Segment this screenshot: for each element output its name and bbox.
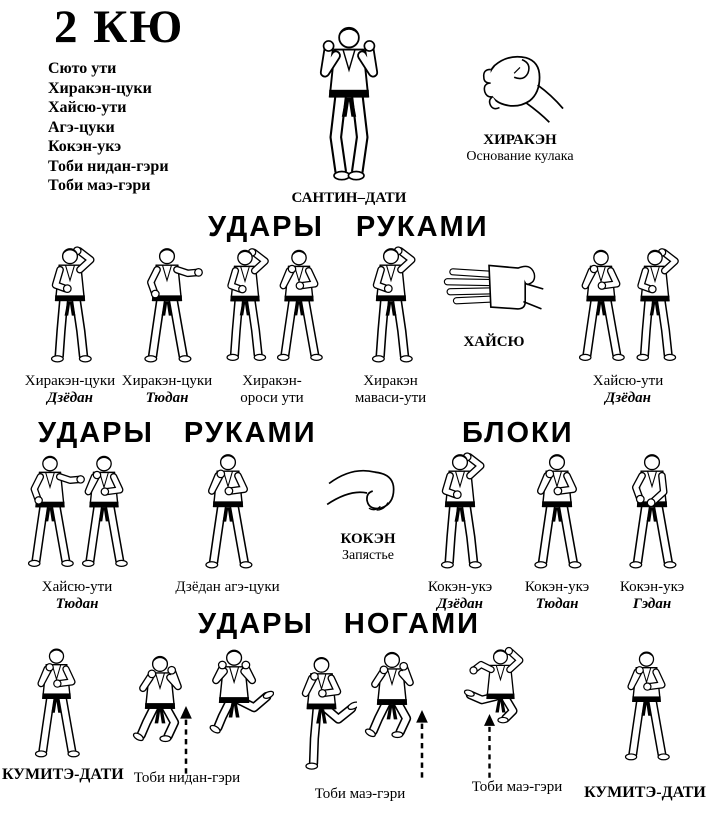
technique-item: Хиракэн-цуки xyxy=(48,79,152,97)
figure-label: Хайсю-ути Дзёдан xyxy=(592,373,664,407)
header-word: УДАРЫ xyxy=(38,417,154,449)
figure-label: Дзёдан агэ-цуки xyxy=(175,579,280,595)
figure-label: Кокэн-укэ Гэдан xyxy=(619,579,685,613)
kumite-dachi-label: КУМИТЭ-ДАТИ xyxy=(2,766,124,783)
karateka-figure xyxy=(131,244,203,371)
upward-dashed-arrow-icon xyxy=(414,710,430,780)
kumite-dachi-label: КУМИТЭ-ДАТИ xyxy=(584,784,706,801)
figure-group-koken-uke-gedan: Кокэн-укэ Гэдан xyxy=(596,450,708,614)
figure-label: Кокэн-укэ Дзёдан xyxy=(427,579,493,613)
section-header-kicks: УДАРЫ НОГАМИ xyxy=(198,608,480,641)
figure-group-haishu-uchi-chudan: Хайсю-ути Тюдан xyxy=(14,450,140,614)
tobi-mae-geri-label: Тоби маэ-гэри xyxy=(471,779,563,795)
karateka-figure xyxy=(355,244,427,371)
karateka-figure xyxy=(34,244,106,371)
karateka-flying-kick-figure xyxy=(462,646,544,726)
karateka-kumite-dachi-figure xyxy=(22,645,91,765)
hiraken-name: ХИРАКЭН xyxy=(483,132,557,148)
karateka-kick-figure xyxy=(286,653,357,778)
header-word: РУКАМИ xyxy=(183,417,317,449)
karateka-figure xyxy=(424,450,496,577)
koken-name: КОКЭН xyxy=(340,531,396,547)
figure-group-hiraken-mawashi-uchi: Хиракэн маваси-ути xyxy=(333,244,448,408)
technique-item: Агэ-цуки xyxy=(48,118,115,136)
figure-label: Хиракэн маваси-ути xyxy=(354,373,427,407)
figure-group-koken-uke-chudan: Кокэн-укэ Тюдан xyxy=(502,450,612,614)
figure-group-hiraken-tsuki-jodan: Хиракэн-цуки Дзёдан xyxy=(15,244,125,408)
section-header-arm-strikes-2: УДАРЫ РУКАМИ xyxy=(38,417,317,450)
figure-group-koken-uke-jodan: Кокэн-укэ Дзёдан xyxy=(405,450,515,614)
figure-group-koken-hand: КОКЭН Запястье xyxy=(322,455,414,564)
tobi-nidan-geri-label: Тоби нидан-гэри xyxy=(133,770,241,786)
technique-item: Тоби нидан-гэри xyxy=(48,157,169,175)
karateka-figure xyxy=(616,450,688,577)
karateka-kumite-dachi-figure xyxy=(612,648,681,768)
haishu-open-hand-icon xyxy=(442,252,546,326)
technique-list: Сюто ути Хиракэн-цуки Хайсю-ути Агэ-цуки… xyxy=(48,59,169,196)
karateka-figure xyxy=(69,450,139,577)
header-word: НОГАМИ xyxy=(343,608,480,640)
haishu-name: ХАЙСЮ xyxy=(463,334,525,350)
karateka-sanchin-figure xyxy=(301,22,397,190)
header-word: УДАРЫ xyxy=(198,608,314,640)
page-title: 2 КЮ xyxy=(54,1,185,53)
figure-group-hiraken-oroshi-uchi: Хиракэн- ороси ути xyxy=(213,244,331,408)
figure-group-hiraken-hand: ХИРАКЭН Основание кулака xyxy=(450,44,590,165)
stance-label: САНТИН–ДАТИ xyxy=(291,190,407,206)
karateka-figure xyxy=(264,244,334,371)
section-header-arm-strikes-1: УДАРЫ РУКАМИ xyxy=(208,211,489,244)
figure-label: Хиракэн-цуки Тюдан xyxy=(121,373,213,407)
tobi-mae-geri-label: Тоби маэ-гэри xyxy=(314,786,406,802)
upward-dashed-arrow-icon xyxy=(178,706,194,776)
figure-label: Хиракэн-цуки Дзёдан xyxy=(24,373,116,407)
section-header-blocks: БЛОКИ xyxy=(462,417,574,450)
hiraken-fist-icon xyxy=(470,44,570,132)
koken-wrist-icon xyxy=(324,455,412,531)
header-word: УДАРЫ xyxy=(208,211,324,243)
figure-group-haishu-hand: ХАЙСЮ xyxy=(438,252,550,351)
upward-dashed-arrow-icon xyxy=(482,714,497,780)
technique-item: Тоби маэ-гэри xyxy=(48,177,151,194)
karateka-figure xyxy=(620,244,690,371)
header-word: БЛОКИ xyxy=(462,417,574,449)
technique-item: Хайсю-ути xyxy=(48,99,127,116)
technique-item: Сюто ути xyxy=(48,60,117,77)
karateka-figure xyxy=(192,450,264,577)
koken-caption: Запястье xyxy=(342,548,394,563)
figure-group-jodan-age-tsuki: Дзёдан агэ-цуки xyxy=(165,450,290,596)
hiraken-caption: Основание кулака xyxy=(466,149,574,164)
figure-group-haishu-uchi-jodan: Хайсю-ути Дзёдан xyxy=(566,244,690,408)
figure-label: Хайсю-ути Тюдан xyxy=(41,579,113,613)
header-word: РУКАМИ xyxy=(355,211,489,243)
figure-group-sanchin-dachi: САНТИН–ДАТИ xyxy=(291,22,407,207)
figure-label: Кокэн-укэ Тюдан xyxy=(524,579,590,613)
figure-label: Хиракэн- ороси ути xyxy=(240,373,304,407)
karateka-figure xyxy=(521,450,593,577)
figure-group-hiraken-tsuki-chudan: Хиракэн-цуки Тюдан xyxy=(112,244,222,408)
karateka-jump-kick-figure xyxy=(196,646,274,741)
technique-item: Кокэн-укэ xyxy=(48,138,122,155)
